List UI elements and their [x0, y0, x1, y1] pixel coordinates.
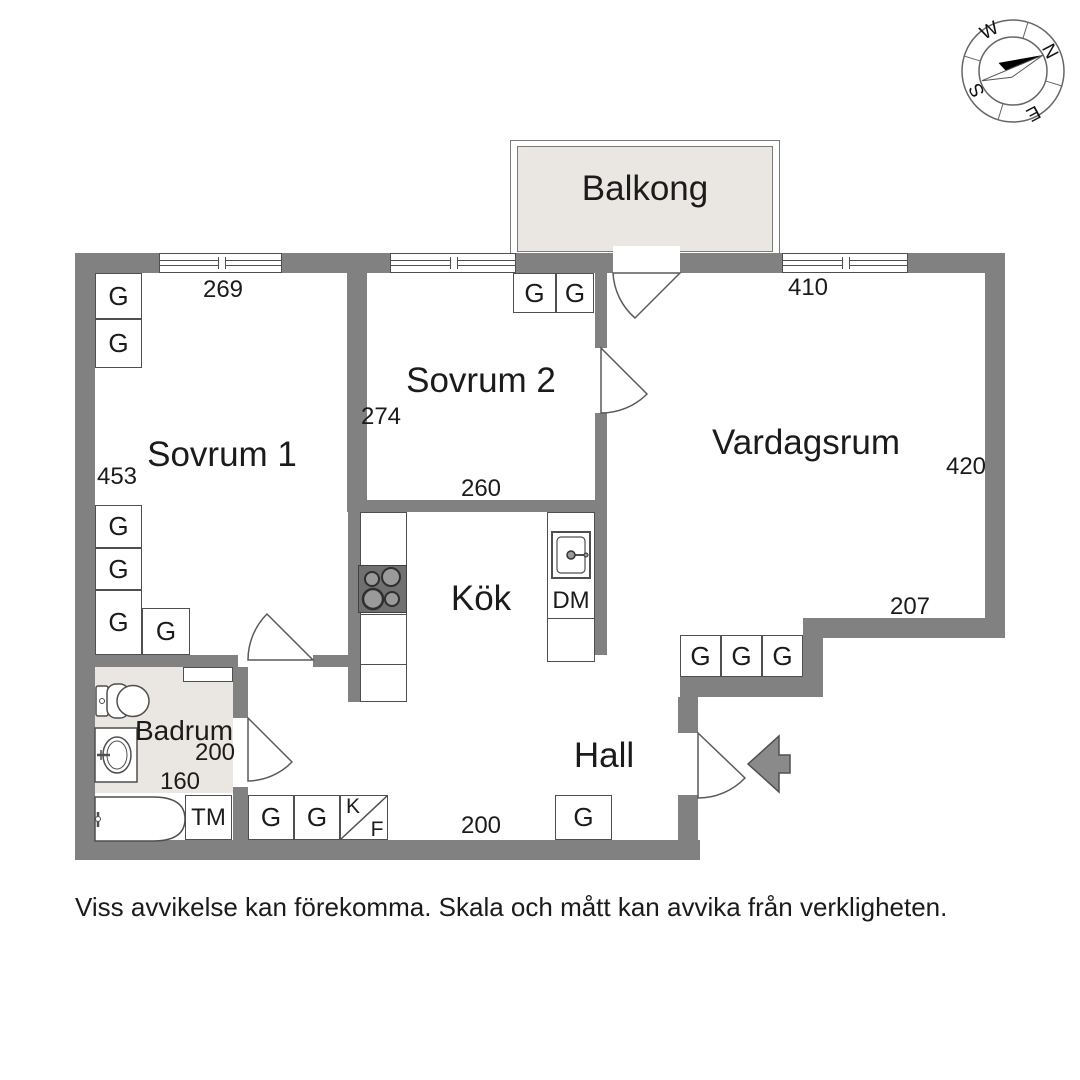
- wardrobe-bedroom1-top-2: G: [95, 319, 142, 368]
- wall-top-c: [680, 253, 782, 273]
- wall-hall-north: [680, 677, 823, 697]
- wardrobe-bedroom2-2: G: [556, 273, 594, 313]
- window-bedroom2: [390, 253, 516, 273]
- label-living-room: Vardagsrum: [711, 423, 901, 462]
- wardrobe-bedroom1-left-4: G: [142, 608, 190, 655]
- wardrobe-living-3: G: [762, 635, 803, 677]
- bedroom2-door: [600, 346, 649, 414]
- label-fridge: K: [345, 795, 361, 818]
- balcony-floor: [517, 146, 773, 252]
- wall-bedroom2-kitchen: [355, 500, 607, 512]
- counter-divider: [548, 618, 594, 619]
- label-bedroom2: Sovrum 2: [406, 361, 556, 400]
- wall-living-south: [803, 618, 1005, 638]
- label-balcony: Balkong: [581, 169, 709, 208]
- washing-machine-label: TM: [191, 803, 226, 831]
- wardrobe-label: G: [731, 640, 752, 671]
- wardrobe-label: G: [108, 553, 129, 584]
- wardrobe-label: G: [690, 640, 711, 671]
- window-mullion: [450, 257, 458, 269]
- wardrobe-label: G: [772, 640, 793, 671]
- entry-arrow: [746, 734, 791, 794]
- window-mullion: [217, 257, 226, 269]
- bathtub: [94, 796, 186, 842]
- window-mullion: [842, 257, 850, 269]
- wardrobe-label: G: [306, 802, 328, 832]
- wall-left: [75, 253, 95, 860]
- dim-hall-bottom: 200: [460, 812, 502, 839]
- compass-rose: N E S W: [961, 17, 1065, 125]
- window-living: [782, 253, 908, 273]
- label-freezer: F: [370, 818, 384, 841]
- counter-divider: [361, 664, 406, 665]
- wardrobe-label: G: [108, 280, 129, 311]
- balcony-door-threshold: [613, 246, 680, 273]
- wall-bathroom-east-lower: [233, 787, 248, 840]
- entry-door: [697, 731, 747, 799]
- dim-bedroom2-bottom: 260: [460, 475, 502, 502]
- dim-living-right: 420: [945, 453, 987, 480]
- label-hall: Hall: [573, 736, 635, 775]
- dim-bathroom-right: 200: [194, 739, 236, 766]
- washing-machine-box: TM: [185, 795, 232, 840]
- dim-bedroom2-left: 274: [360, 403, 402, 430]
- label-kitchen: Kök: [450, 579, 512, 618]
- wall-top-right: [908, 253, 1005, 273]
- wall-top-a: [282, 253, 390, 273]
- wardrobe-label: G: [564, 277, 586, 308]
- wall-living-west-lower: [595, 413, 607, 655]
- wardrobe-hall-1: G: [248, 795, 294, 840]
- dim-bedroom1-left: 453: [96, 463, 138, 490]
- label-bedroom1: Sovrum 1: [147, 435, 297, 474]
- wall-top-b: [516, 253, 613, 273]
- stove: [358, 565, 407, 613]
- wardrobe-hall-2: G: [294, 795, 340, 840]
- wardrobe-label: G: [573, 802, 594, 832]
- wardrobe-bedroom2-1: G: [513, 273, 556, 313]
- wall-kitchen-stub: [313, 655, 348, 667]
- dim-bathroom-bottom: 160: [159, 768, 201, 795]
- dim-bedroom1-top: 269: [202, 276, 244, 303]
- balcony-door: [612, 272, 682, 320]
- wardrobe-bedroom1-left-2: G: [95, 548, 142, 590]
- window-bedroom1: [159, 253, 282, 273]
- wardrobe-label: G: [108, 607, 129, 637]
- wardrobe-label: G: [155, 616, 177, 646]
- bedroom1-door: [247, 612, 315, 661]
- wardrobe-label: G: [108, 511, 129, 541]
- bathroom-door: [247, 716, 294, 782]
- wall-bottom: [75, 840, 700, 860]
- wall-right: [985, 253, 1005, 638]
- wall-bathroom-east-upper: [233, 667, 248, 718]
- compass-needle-south: [981, 54, 1044, 82]
- wall-entry-lower: [678, 795, 698, 840]
- dim-living-bottom: 207: [889, 593, 931, 620]
- wardrobe-bedroom1-left-1: G: [95, 505, 142, 548]
- wardrobe-label: G: [108, 328, 129, 358]
- wardrobe-label: G: [260, 802, 282, 832]
- wall-kitchen-west: [348, 512, 360, 702]
- wardrobe-hall-3: G: [555, 795, 612, 840]
- wall-top-left: [75, 253, 159, 273]
- wardrobe-label: G: [524, 277, 545, 308]
- bathroom-shelf: [183, 667, 233, 682]
- compass-spokes: [964, 22, 1062, 120]
- wall-bedroom1-south: [95, 655, 238, 667]
- label-dishwasher: DM: [552, 587, 590, 614]
- wall-entry-upper: [678, 697, 698, 733]
- wardrobe-bedroom1-top-1: G: [95, 273, 142, 319]
- wall-bedroom1-bedroom2: [347, 273, 367, 512]
- wardrobe-bedroom1-left-3: G: [95, 590, 142, 655]
- wardrobe-living-2: G: [721, 635, 762, 677]
- wall-living-west-upper: [595, 273, 607, 348]
- wardrobe-living-1: G: [680, 635, 721, 677]
- label-bathroom: Badrum: [134, 715, 234, 746]
- counter-divider: [361, 614, 406, 615]
- disclaimer-text: Viss avvikelse kan förekomma. Skala och …: [75, 892, 948, 922]
- dim-living-top: 410: [787, 274, 829, 301]
